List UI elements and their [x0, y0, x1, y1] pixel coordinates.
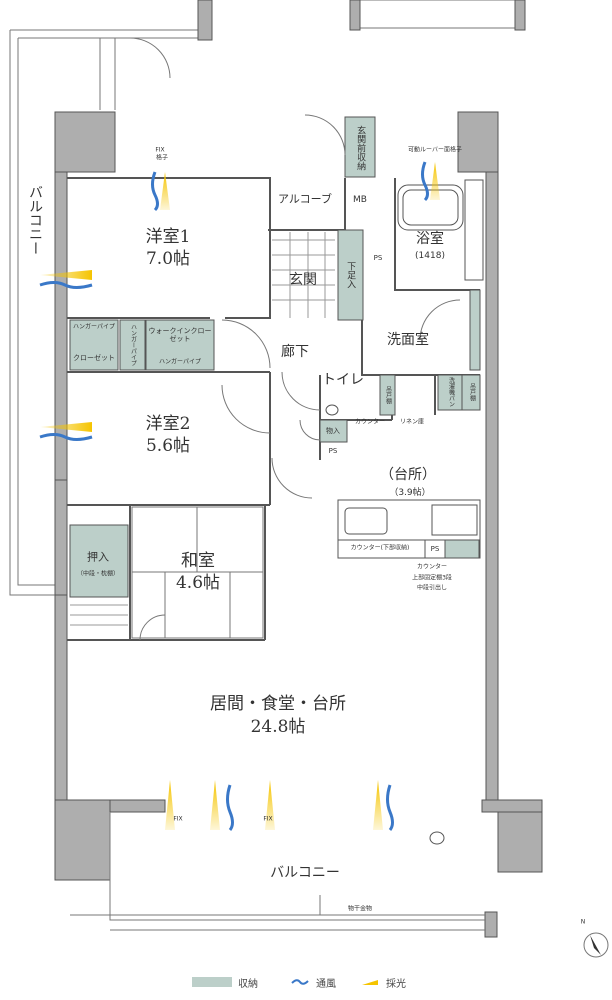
mb-label: MB — [353, 194, 367, 205]
room-western1-name: 洋室1 — [145, 227, 191, 248]
room-washroom-name: 洗面室 — [387, 331, 429, 348]
oshiire-note: （中段・枕棚） — [76, 570, 120, 578]
fix-label-ldk-2: FIX — [263, 815, 273, 823]
shoe-storage-label: 下足入 — [345, 261, 356, 289]
hanging-shelf-toilet-label: 吊戸棚 — [384, 386, 392, 404]
room-kitchen-size: （3.9帖） — [389, 487, 431, 498]
counter-note2: 上部固定棚3段 — [412, 574, 452, 582]
louver-label: 可動ルーバー面格子 — [408, 146, 462, 154]
legend-ventilation: 通風 — [290, 975, 336, 990]
room-alcove-name: アルコーブ — [277, 192, 333, 206]
room-western2-size: 5.6帖 — [145, 436, 191, 457]
linen-label: リネン庫 — [399, 418, 425, 426]
room-toilet-name: トイレ — [322, 371, 364, 388]
north-label: N — [580, 918, 586, 926]
balcony-west-label: バルコニー — [27, 185, 44, 255]
storage-areas — [69, 116, 481, 598]
drying-label: 物干金物 — [347, 905, 373, 913]
legend-daylight-label: 採光 — [386, 978, 406, 990]
counter-toilet-label: カウンター — [354, 418, 386, 426]
room-hallway-name: 廊下 — [281, 343, 309, 360]
lattice-label: 格子 — [155, 154, 169, 162]
balcony-south — [70, 812, 485, 931]
monoire-label: 物入 — [326, 426, 340, 435]
room-western2-name: 洋室2 — [145, 414, 191, 435]
counter-note3: 中段引出し — [416, 584, 448, 592]
balcony-west — [9, 0, 526, 596]
doors — [129, 37, 461, 641]
balcony-south-label: バルコニー — [270, 864, 340, 881]
walkin-closet-label: ウォークインクローゼット — [148, 326, 212, 343]
entrance-storage-label: 玄関前収納 — [355, 125, 366, 171]
storage-swatch-icon — [192, 977, 232, 987]
bathtub — [397, 179, 484, 281]
hanger-pipe-walkin-label: ハンガーパイプ — [159, 358, 201, 366]
room-kitchen-name: （台所） — [380, 466, 436, 483]
airflow-marks — [39, 161, 440, 831]
counter-lower-label: カウンター(下部収納) — [350, 544, 410, 552]
fix-label-top: FIX — [155, 146, 165, 154]
legend-daylight: 採光 — [360, 975, 406, 990]
tatami — [131, 506, 264, 639]
ps-label-bath: PS — [373, 253, 383, 262]
room-western1-size: 7.0帖 — [145, 249, 191, 270]
legend-storage-label: 収納 — [238, 978, 258, 990]
compass-icon — [583, 932, 609, 958]
legend-storage: 収納 — [192, 975, 258, 990]
room-japanese-size: 4.6帖 — [175, 573, 221, 594]
legend-ventilation-label: 通風 — [316, 978, 336, 990]
room-entrance-name: 玄関 — [289, 271, 317, 288]
ventilation-wave-icon — [291, 979, 309, 985]
room-bath-name: 浴室 — [416, 230, 444, 247]
room-ldk-name: 居間・食堂・台所 — [210, 694, 346, 715]
hanger-pipe-vert-label: ハンガーパイプ — [129, 324, 137, 366]
closet-label: クローゼット — [73, 353, 115, 362]
ps-label-toilet: PS — [328, 446, 338, 455]
entrance-steps — [70, 232, 335, 626]
counter-note1: カウンター — [416, 563, 448, 571]
hanging-shelf-wash-label: 吊戸棚 — [468, 383, 476, 401]
fix-label-ldk-1: FIX — [173, 815, 183, 823]
kitchen-counter — [337, 499, 481, 559]
room-japanese-name: 和室 — [181, 551, 215, 572]
oshiire-label: 押入 — [87, 550, 109, 564]
room-ldk-size: 24.8帖 — [250, 717, 306, 738]
hanger-pipe-label: ハンガーパイプ — [73, 323, 115, 331]
daylight-ray-icon — [362, 980, 378, 985]
room-bath-size: (1418) — [415, 250, 445, 261]
ps-label-kitchen: PS — [430, 544, 440, 553]
toilet-fixture — [325, 404, 445, 845]
washer-pan-label: 洗濯機パン — [447, 377, 455, 407]
